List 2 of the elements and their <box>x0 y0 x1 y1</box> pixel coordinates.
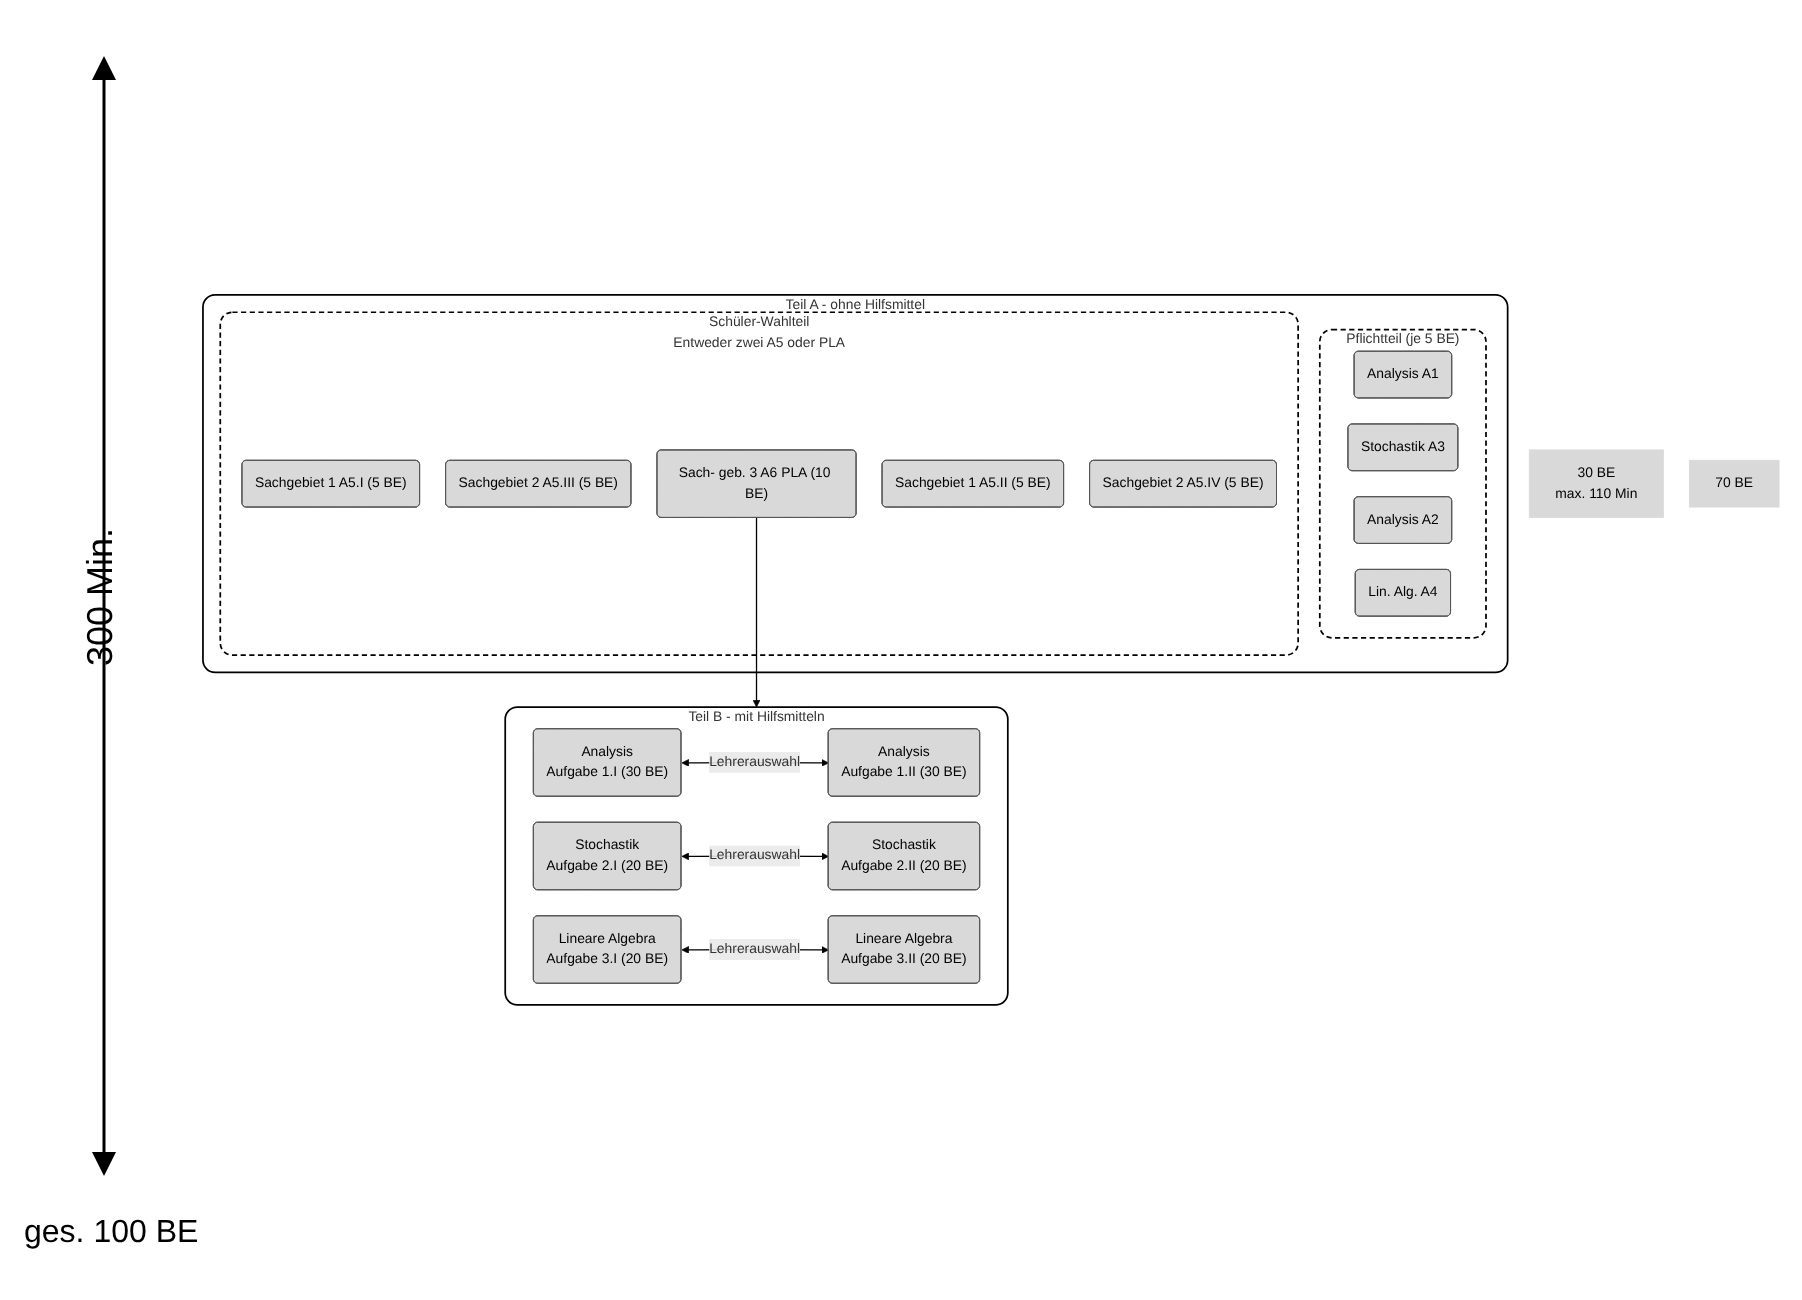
arrow <box>752 516 761 708</box>
total-label: ges. 100 BE <box>24 1216 199 1252</box>
